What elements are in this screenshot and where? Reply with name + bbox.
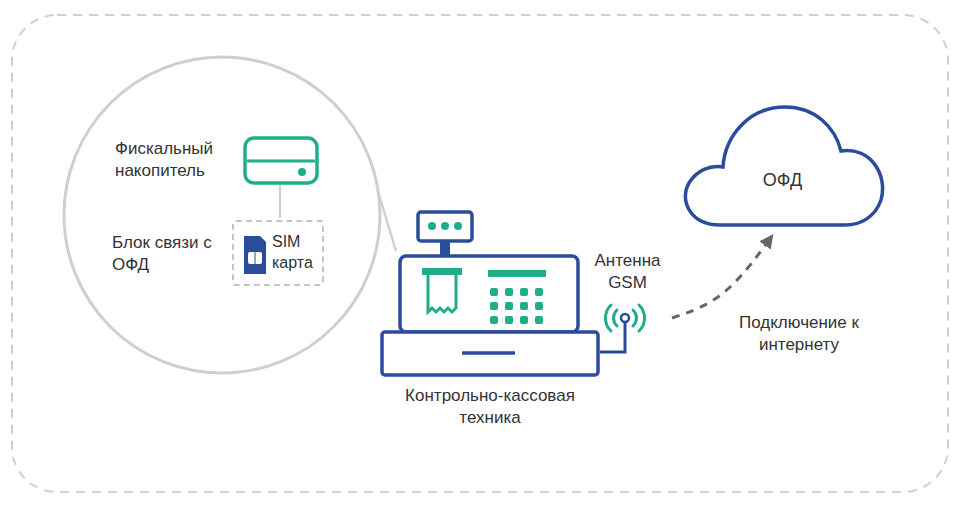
antenna-wire <box>600 335 625 352</box>
antenna-icon <box>605 305 644 335</box>
cash-register: Контрольно-кассовая техника <box>380 210 600 435</box>
internet-connection-arrow <box>672 236 772 318</box>
node-label: Контрольно-кассовая техника <box>390 385 590 429</box>
storage-icon <box>245 138 317 183</box>
node-label: Фискальный накопитель <box>115 138 245 182</box>
zoom-circle-outline <box>64 57 380 373</box>
dashed-frame <box>12 15 948 492</box>
node-label: Блок связи с ОФД <box>112 232 227 276</box>
zoom-circle-drawing <box>62 55 382 375</box>
ofd-cloud: ОФД <box>675 85 890 232</box>
register-drawing <box>382 212 598 375</box>
link-line <box>279 185 281 218</box>
connection-label: Подключение к интернету <box>724 312 874 356</box>
node-label: Антенна GSM <box>585 250 670 294</box>
ofd-cloud-drawing <box>675 85 890 232</box>
zoom-circle: Фискальный накопительБлок связи с ОФД SIM… <box>62 55 382 375</box>
sim-icon <box>244 236 266 274</box>
cloud-outline <box>685 107 882 225</box>
node-label: ОФД <box>675 169 890 192</box>
sim-box: SIM карта <box>232 220 324 286</box>
node-label: SIM карта <box>272 232 322 274</box>
gsm-antenna: Антенна GSM <box>585 250 670 335</box>
